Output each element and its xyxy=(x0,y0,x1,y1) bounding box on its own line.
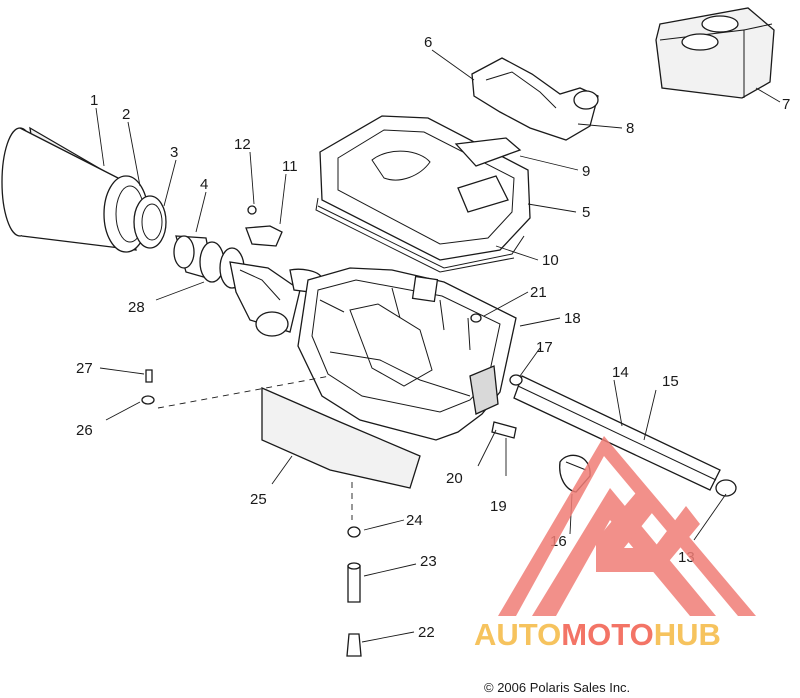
callout-21: 21 xyxy=(530,284,547,301)
airbox-lower-housing xyxy=(297,267,517,441)
watermark-inner-triangle-icon xyxy=(532,488,716,616)
callout-22: 22 xyxy=(418,624,435,641)
watermark-hub: HUB xyxy=(654,617,721,652)
callout-12: 12 xyxy=(234,136,251,153)
lid-seal xyxy=(315,197,525,273)
screw-and-washer xyxy=(141,369,155,405)
callout-1: 1 xyxy=(90,92,98,109)
callout-14: 14 xyxy=(612,364,629,381)
callout-2: 2 xyxy=(122,106,130,123)
watermark-triangle-icon xyxy=(498,436,756,616)
callout-labels: 1 2 3 4 5 6 7 8 9 10 11 12 13 14 15 16 1… xyxy=(76,34,790,641)
copyright-notice: © 2006 Polaris Sales Inc. xyxy=(484,680,631,695)
callout-10: 10 xyxy=(542,252,559,269)
callout-3: 3 xyxy=(170,144,178,161)
callout-5: 5 xyxy=(582,204,590,221)
mounting-bracket xyxy=(245,205,283,247)
callout-19: 19 xyxy=(490,498,507,515)
svg-text:AUTOMOTOHUB: AUTOMOTOHUB xyxy=(474,617,721,652)
callout-26: 26 xyxy=(76,422,93,439)
callout-24: 24 xyxy=(406,512,423,529)
watermark-mountain-icon xyxy=(596,488,700,572)
drain-hose-assembly xyxy=(346,526,362,657)
callout-8: 8 xyxy=(626,120,634,137)
tube-clamp xyxy=(715,479,737,497)
shield-plate xyxy=(261,387,421,489)
callout-7: 7 xyxy=(782,96,790,113)
callout-15: 15 xyxy=(662,373,679,390)
callout-6: 6 xyxy=(424,34,432,51)
airbox-lid xyxy=(319,115,531,261)
callout-4: 4 xyxy=(200,176,208,193)
callout-9: 9 xyxy=(582,163,590,180)
callout-27: 27 xyxy=(76,360,93,377)
leader-lines xyxy=(95,49,781,643)
callout-28: 28 xyxy=(128,299,145,316)
drain-tube xyxy=(513,375,721,491)
watermark-logo: AUTOMOTOHUB xyxy=(474,436,756,652)
watermark-auto: AUTO xyxy=(474,617,561,652)
callout-23: 23 xyxy=(420,553,437,570)
watermark-moto: MOTO xyxy=(561,617,653,652)
small-fittings xyxy=(470,313,523,439)
callout-20: 20 xyxy=(446,470,463,487)
assembly-lines xyxy=(157,375,353,520)
air-filter-element xyxy=(1,126,149,253)
foam-block xyxy=(655,7,775,99)
lid-inlet-duct xyxy=(454,57,599,167)
callout-11: 11 xyxy=(282,158,298,175)
callout-17: 17 xyxy=(536,339,553,356)
filter-clamp xyxy=(133,195,167,249)
callout-18: 18 xyxy=(564,310,581,327)
intake-duct xyxy=(229,261,323,337)
callout-25: 25 xyxy=(250,491,267,508)
